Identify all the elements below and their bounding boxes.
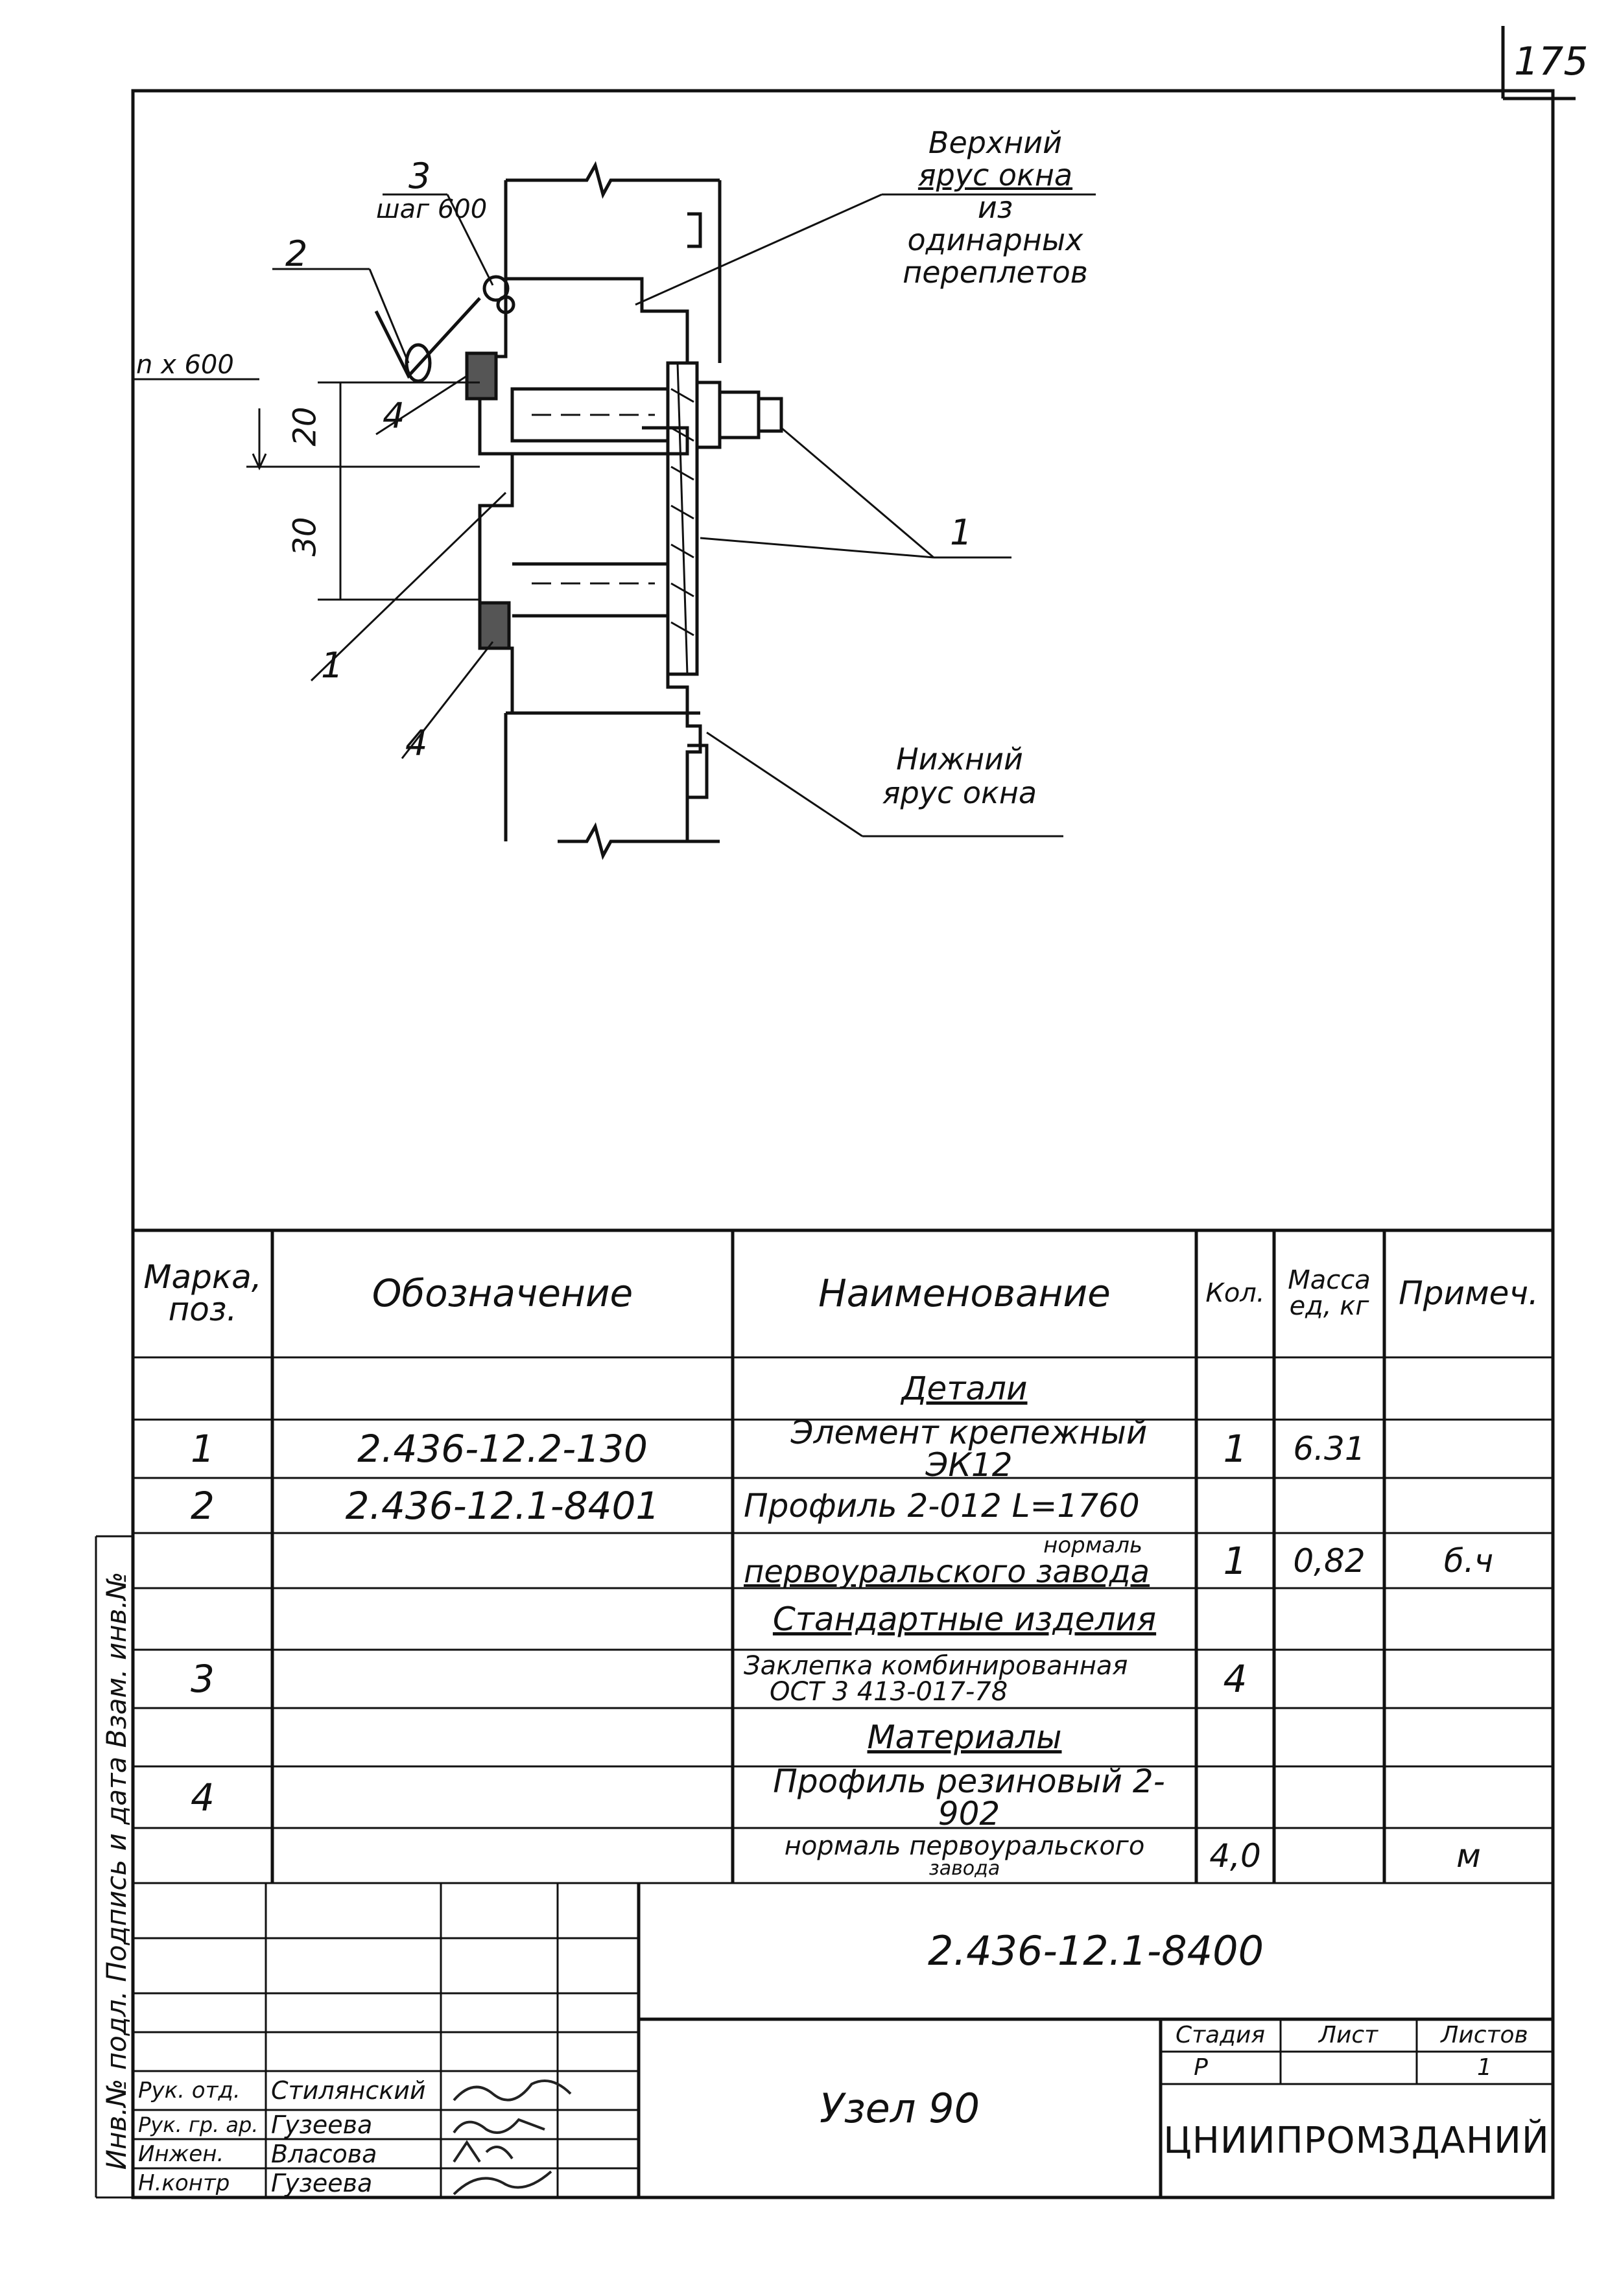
header-mass: Масса ед, кг	[1277, 1232, 1381, 1355]
node-title: Узел 90	[819, 2084, 980, 2132]
role-3: Инжен.	[138, 2140, 224, 2167]
signature-1	[453, 2079, 572, 2102]
sheet-label: Лист	[1318, 2022, 1378, 2048]
person-2: Гузеева	[271, 2110, 373, 2139]
position-1-bar-label: 1	[950, 512, 973, 553]
row-1-designation: 2.436-12.2-130	[357, 1427, 648, 1471]
row-3-qty: 4	[1223, 1657, 1247, 1701]
row-2-mark: 2	[191, 1483, 215, 1528]
row-2b-name-line-1: нормаль	[1043, 1532, 1142, 1558]
upper-tier-line-4: переплетов	[903, 255, 1088, 290]
document-designation: 2.436-12.1-8400	[927, 1927, 1264, 1974]
detail-drawing	[133, 161, 1096, 860]
signature-4	[453, 2170, 552, 2196]
position-4-upper-label: 4	[383, 395, 405, 436]
header-mass-line-2: ед, кг	[1289, 1291, 1369, 1321]
stage-label: Стадия	[1175, 2022, 1266, 2048]
row-4-name: Профиль резиновый 2-902	[773, 1762, 1165, 1833]
row-3-name-line-2: ОСТ 3 413-017-78	[770, 1677, 1008, 1707]
row-4b-name-line-1: нормаль первоуральского	[784, 1831, 1145, 1861]
page-number: 175	[1514, 39, 1589, 84]
organization-name: ЦНИИПРОМЗДАНИЙ	[1163, 2119, 1550, 2162]
lower-tier-label: Нижний ярус окна	[862, 742, 1057, 810]
lower-tier-line-2: ярус окна	[882, 775, 1037, 810]
upper-tier-line-3: из одинарных	[907, 190, 1083, 257]
role-2: Рук. гр. ар.	[138, 2112, 259, 2137]
section-details: Детали	[901, 1370, 1028, 1407]
header-mark-line-2: поз.	[168, 1291, 237, 1328]
row-2b-note: б.ч	[1443, 1541, 1494, 1580]
row-4b-note: м	[1456, 1836, 1481, 1875]
person-1: Стилянский	[271, 2076, 426, 2105]
header-mass-line-1: Масса	[1288, 1265, 1371, 1295]
position-1-frame-label: 1	[321, 645, 344, 686]
upper-tier-label: Верхний ярус окна из одинарных переплето…	[888, 126, 1102, 288]
header-mark-line-1: Марка,	[143, 1258, 262, 1296]
role-4: Н.контр	[138, 2170, 230, 2196]
row-2b-mass: 0,82	[1293, 1541, 1366, 1580]
upper-tier-line-2: ярус окна	[917, 158, 1073, 193]
row-2b-name: нормаль первоуральского завода	[736, 1534, 1194, 1587]
header-name: Наименование	[818, 1271, 1111, 1315]
signature-2	[453, 2118, 545, 2134]
header-designation: Обозначение	[372, 1271, 633, 1315]
lower-tier-line-1: Нижний	[896, 742, 1023, 777]
row-3-name: Заклепка комбинированная ОСТ 3 413-017-7…	[736, 1651, 1194, 1707]
upper-tier-line-1: Верхний	[928, 125, 1063, 160]
person-3: Власова	[271, 2139, 377, 2168]
role-1: Рук. отд.	[138, 2078, 241, 2103]
row-1-name: Элемент крепежный ЭК12	[790, 1414, 1148, 1484]
header-mark: Марка, поз.	[136, 1232, 269, 1355]
person-4: Гузеева	[271, 2168, 373, 2197]
header-qty: Кол.	[1205, 1278, 1265, 1308]
position-2-label: 2	[285, 233, 308, 274]
row-3-name-line-1: Заклепка комбинированная	[744, 1651, 1128, 1681]
sheets-label: Листов	[1441, 2022, 1528, 2048]
sheets-value: 1	[1477, 2054, 1492, 2081]
row-4b-name: нормаль первоуральского завода	[736, 1829, 1193, 1882]
section-standard: Стандартные изделия	[772, 1600, 1157, 1638]
position-4-lower-label: 4	[405, 723, 428, 764]
row-2b-name-line-2: первоуральского завода	[744, 1553, 1150, 1590]
row-3-mark: 3	[191, 1657, 215, 1701]
section-materials: Материалы	[867, 1718, 1062, 1756]
signature-3	[453, 2140, 514, 2163]
row-4b-name-line-2: завода	[928, 1857, 1000, 1880]
row-1-qty: 1	[1223, 1427, 1247, 1471]
step-note-label: n x 600	[136, 350, 234, 380]
row-2b-qty: 1	[1223, 1538, 1247, 1583]
row-4-mark: 4	[191, 1775, 215, 1820]
row-1-mass: 6.31	[1293, 1430, 1366, 1468]
row-4b-qty: 4,0	[1209, 1836, 1261, 1875]
row-1-mark: 1	[191, 1427, 215, 1471]
rivet-step-label: шаг 600	[376, 194, 488, 224]
row-2-name: Профиль 2-012 L=1760	[744, 1486, 1140, 1525]
row-2-designation: 2.436-12.1-8401	[345, 1483, 660, 1528]
position-3-label: 3	[408, 156, 431, 196]
header-note: Примеч.	[1399, 1274, 1539, 1312]
side-stamp-label: Инв.№ подл. Подпись и дата Взам. инв.№	[100, 1571, 132, 2170]
stage-value: Р	[1194, 2054, 1208, 2081]
